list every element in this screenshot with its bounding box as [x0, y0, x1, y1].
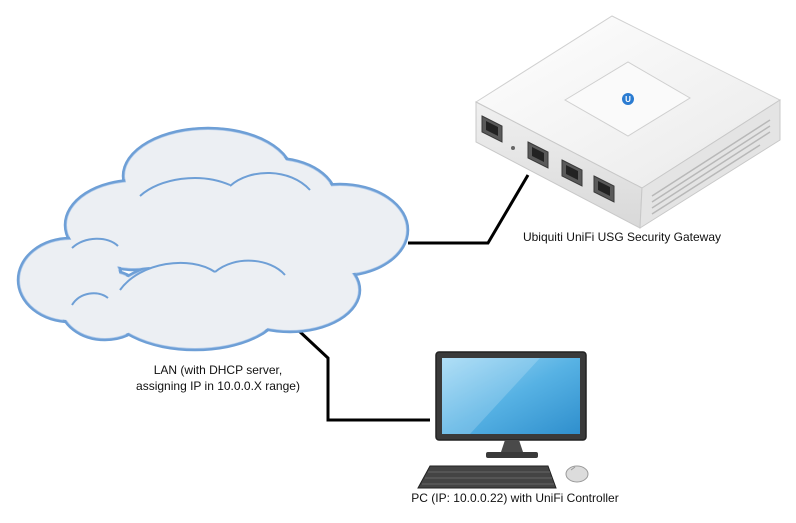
- lan-label-line2: assigning IP in 10.0.0.X range): [136, 379, 300, 393]
- link-lan-to-pc: [296, 328, 430, 422]
- cloud-icon: [16, 126, 410, 352]
- desktop-pc-icon: [417, 351, 589, 489]
- pc-label: PC (IP: 10.0.0.22) with UniFi Controller: [411, 491, 619, 505]
- svg-text:U: U: [625, 95, 631, 104]
- link-lan-to-usg: [408, 174, 530, 245]
- usg-label: Ubiquiti UniFi USG Security Gateway: [522, 230, 722, 244]
- lan-label: LAN (with DHCP server, assigning IP in 1…: [98, 362, 338, 394]
- security-gateway-icon: U: [474, 15, 782, 229]
- lan-label-line1: LAN (with DHCP server,: [153, 363, 283, 377]
